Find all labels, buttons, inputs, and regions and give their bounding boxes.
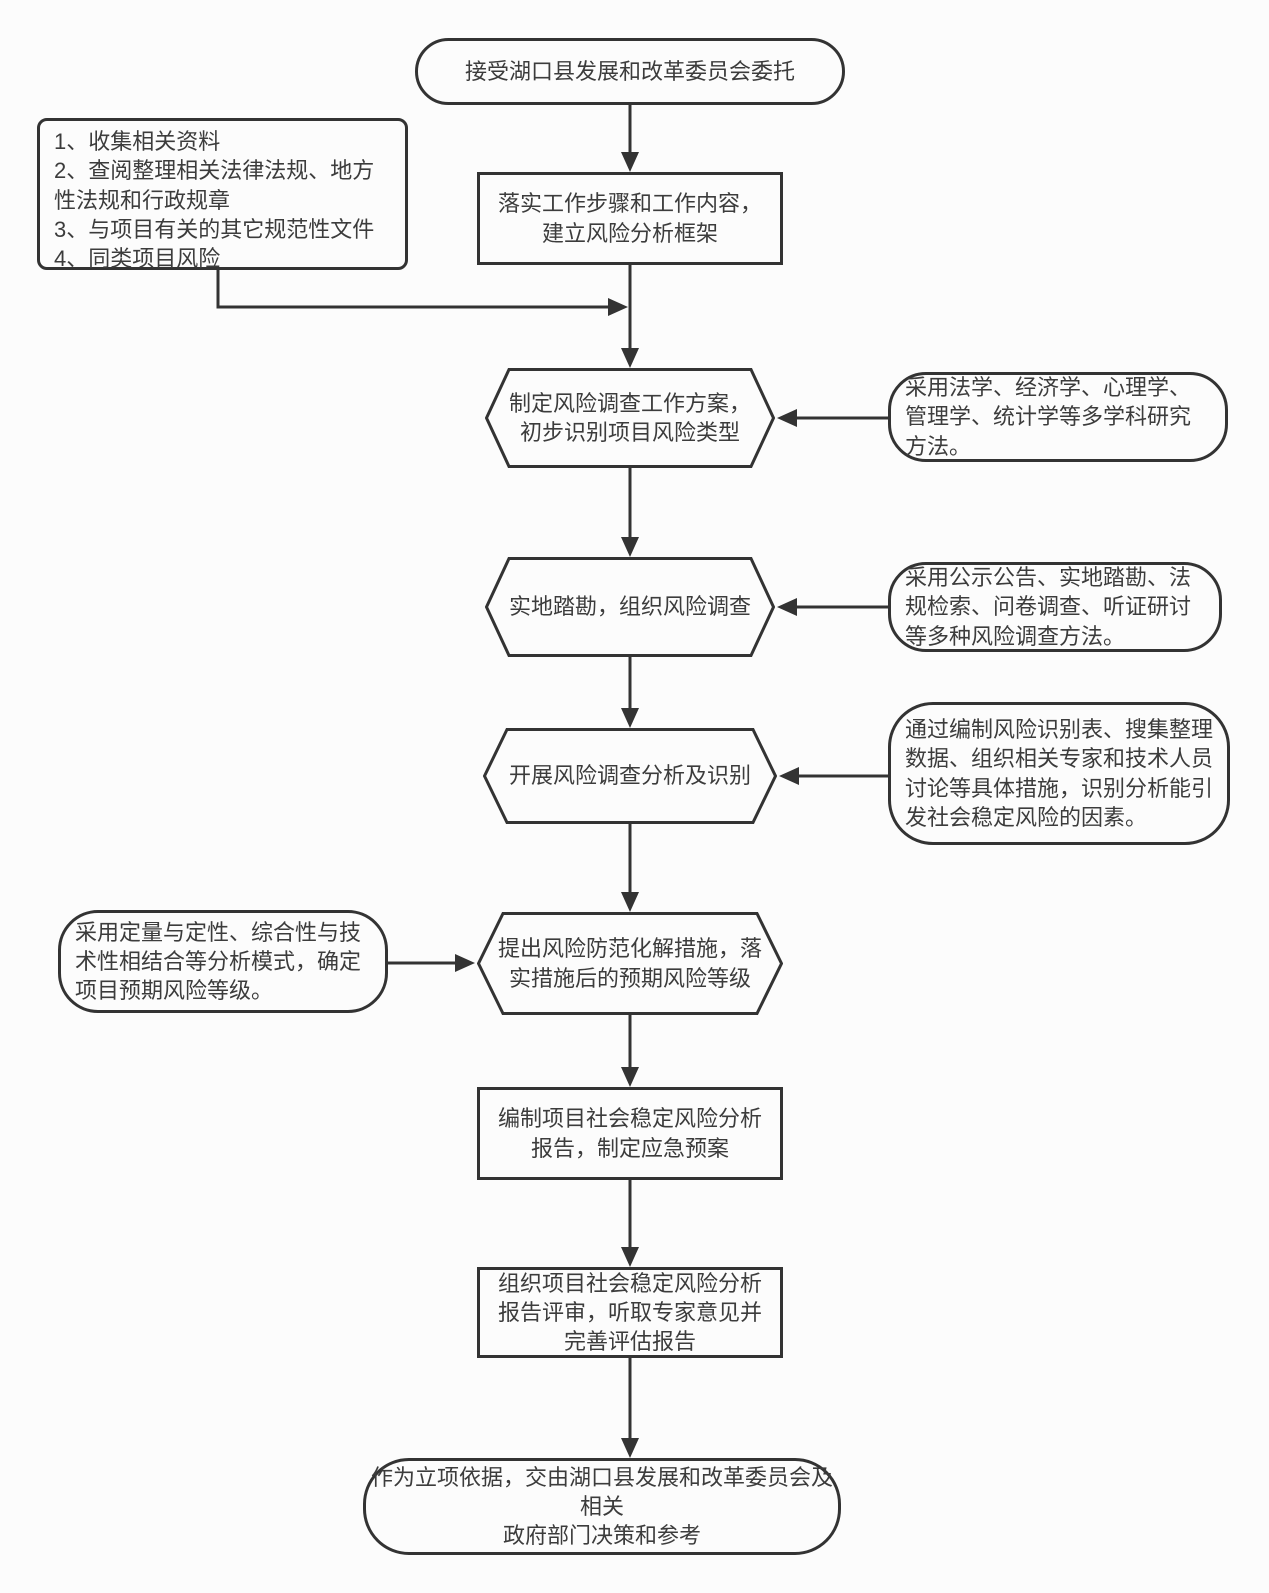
- node-hexagon-plan: 制定风险调查工作方案， 初步识别项目风险类型: [485, 368, 775, 468]
- note-research-methods: 采用法学、经济学、心理学、 管理学、统计学等多学科研究 方法。: [888, 372, 1228, 462]
- note-identification: 通过编制风险识别表、搜集整理 数据、组织相关专家和技术人员 讨论等具体措施，识别…: [888, 702, 1230, 845]
- node-hexagon-survey: 实地踏勘，组织风险调查: [485, 557, 775, 657]
- node-hexagon-measures-label: 提出风险防范化解措施，落 实措施后的预期风险等级: [497, 936, 762, 991]
- arrowhead-down-icon: [621, 152, 639, 172]
- arrowhead-right-icon: [455, 954, 475, 972]
- note-identification-label: 通过编制风险识别表、搜集整理 数据、组织相关专家和技术人员 讨论等具体措施，识别…: [905, 717, 1214, 830]
- arrowhead-left-icon: [779, 767, 799, 785]
- hexagon-shape: [483, 728, 777, 824]
- arrowhead-down-icon: [621, 1438, 639, 1458]
- hexagon-shape: [477, 912, 783, 1015]
- note-survey-methods: 采用公示公告、实地踏勘、法 规检索、问卷调查、听证研讨 等多种风险调查方法。: [888, 562, 1222, 652]
- note-grade-mode: 采用定量与定性、综合性与技 术性相结合等分析模式，确定 项目预期风险等级。: [58, 910, 388, 1013]
- arrowhead-down-icon: [621, 892, 639, 912]
- node-start: 接受湖口县发展和改革委员会委托: [415, 38, 845, 105]
- node-report-label: 编制项目社会稳定风险分析 报告，制定应急预案: [497, 1106, 762, 1161]
- note-research-methods-label: 采用法学、经济学、心理学、 管理学、统计学等多学科研究 方法。: [905, 375, 1192, 459]
- node-hexagon-analysis: 开展风险调查分析及识别: [483, 728, 777, 824]
- node-hexagon-plan-label: 制定风险调查工作方案， 初步识别项目风险类型: [508, 390, 751, 445]
- node-materials-list: 1、收集相关资料 2、查阅整理相关法律法规、地方性法规和行政规章 3、与项目有关…: [37, 118, 408, 271]
- node-end: 作为立项依据，交由湖口县发展和改革委员会及相关 政府部门决策和参考: [363, 1458, 841, 1555]
- node-hexagon-measures: 提出风险防范化解措施，落 实措施后的预期风险等级: [477, 912, 783, 1015]
- node-review-label: 组织项目社会稳定风险分析 报告评审，听取专家意见并 完善评估报告: [497, 1270, 762, 1355]
- connector-materials-spine: [216, 270, 608, 309]
- hexagon-shape: [485, 557, 775, 657]
- arrowhead-down-icon: [621, 537, 639, 557]
- node-hexagon-analysis-label: 开展风险调查分析及识别: [508, 763, 751, 789]
- node-start-label: 接受湖口县发展和改革委员会委托: [464, 58, 795, 84]
- node-report: 编制项目社会稳定风险分析 报告，制定应急预案: [477, 1087, 783, 1180]
- node-end-label: 作为立项依据，交由湖口县发展和改革委员会及相关 政府部门决策和参考: [370, 1464, 833, 1549]
- arrowhead-down-icon: [621, 1247, 639, 1267]
- node-review: 组织项目社会稳定风险分析 报告评审，听取专家意见并 完善评估报告: [477, 1267, 783, 1358]
- arrowhead-right-icon: [608, 298, 628, 316]
- hexagon-shape: [485, 368, 775, 468]
- node-framework: 落实工作步骤和工作内容， 建立风险分析框架: [477, 172, 783, 265]
- node-hexagon-survey-label: 实地踏勘，组织风险调查: [508, 594, 751, 620]
- arrowhead-down-icon: [621, 348, 639, 368]
- arrowhead-left-icon: [777, 598, 797, 616]
- note-grade-mode-label: 采用定量与定性、综合性与技 术性相结合等分析模式，确定 项目预期风险等级。: [75, 919, 362, 1004]
- arrowhead-down-icon: [621, 708, 639, 728]
- note-survey-methods-label: 采用公示公告、实地踏勘、法 规检索、问卷调查、听证研讨 等多种风险调查方法。: [905, 565, 1192, 649]
- arrowhead-down-icon: [621, 1067, 639, 1087]
- node-materials-list-label: 1、收集相关资料 2、查阅整理相关法律法规、地方性法规和行政规章 3、与项目有关…: [54, 129, 375, 271]
- arrowhead-left-icon: [777, 409, 797, 427]
- node-framework-label: 落实工作步骤和工作内容， 建立风险分析框架: [497, 191, 762, 246]
